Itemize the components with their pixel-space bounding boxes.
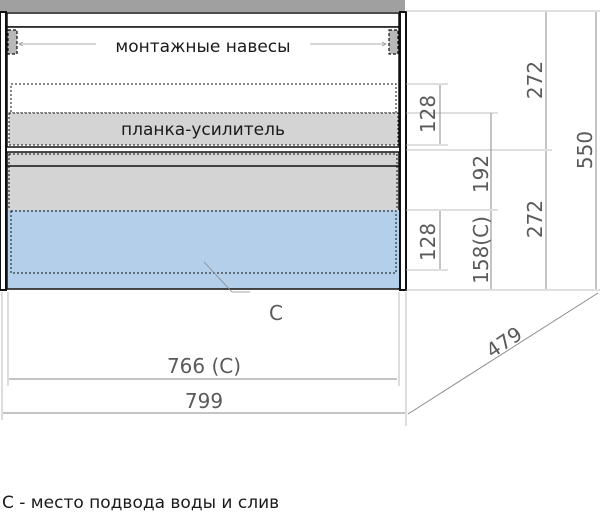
- water-connection-zone: [8, 210, 399, 288]
- connection-marker-label: C: [269, 301, 283, 325]
- dim-272-upper: 272: [523, 61, 547, 99]
- connection-leader: [203, 261, 250, 293]
- top-bar: [0, 0, 405, 12]
- dim-158c: 158(C): [469, 216, 493, 284]
- dim-128-lower: 128: [416, 223, 440, 261]
- lower-inner-outline: [8, 153, 398, 288]
- water-zone-outline: [10, 210, 397, 274]
- reinforcement-bar-label: планка-усилитель: [121, 120, 285, 140]
- left-side-panel: [0, 11, 7, 291]
- dim-550: 550: [573, 131, 597, 169]
- dim-272-lower: 272: [523, 200, 547, 238]
- dim-799: 799: [185, 389, 223, 413]
- dim-479: 479: [482, 322, 527, 363]
- mounting-hangers-label: монтажные навесы: [115, 37, 290, 57]
- right-mounting-hanger: [388, 29, 399, 55]
- extension-lines: [1, 10, 600, 426]
- upper-inner-zone: [10, 83, 397, 114]
- arrow-icon: [381, 41, 387, 47]
- legend-text: C - место подвода воды и слив: [2, 493, 280, 513]
- dimension-lines: [3, 12, 599, 415]
- top-rail: [6, 12, 400, 28]
- reinforcement-bar: [8, 112, 399, 146]
- dim-128-upper: 128: [416, 95, 440, 133]
- dim-192: 192: [469, 155, 493, 193]
- left-mounting-hanger: [7, 29, 18, 55]
- arrow-icon: [18, 41, 24, 47]
- right-side-panel: [399, 11, 407, 291]
- dim-766c: 766 (C): [167, 354, 241, 378]
